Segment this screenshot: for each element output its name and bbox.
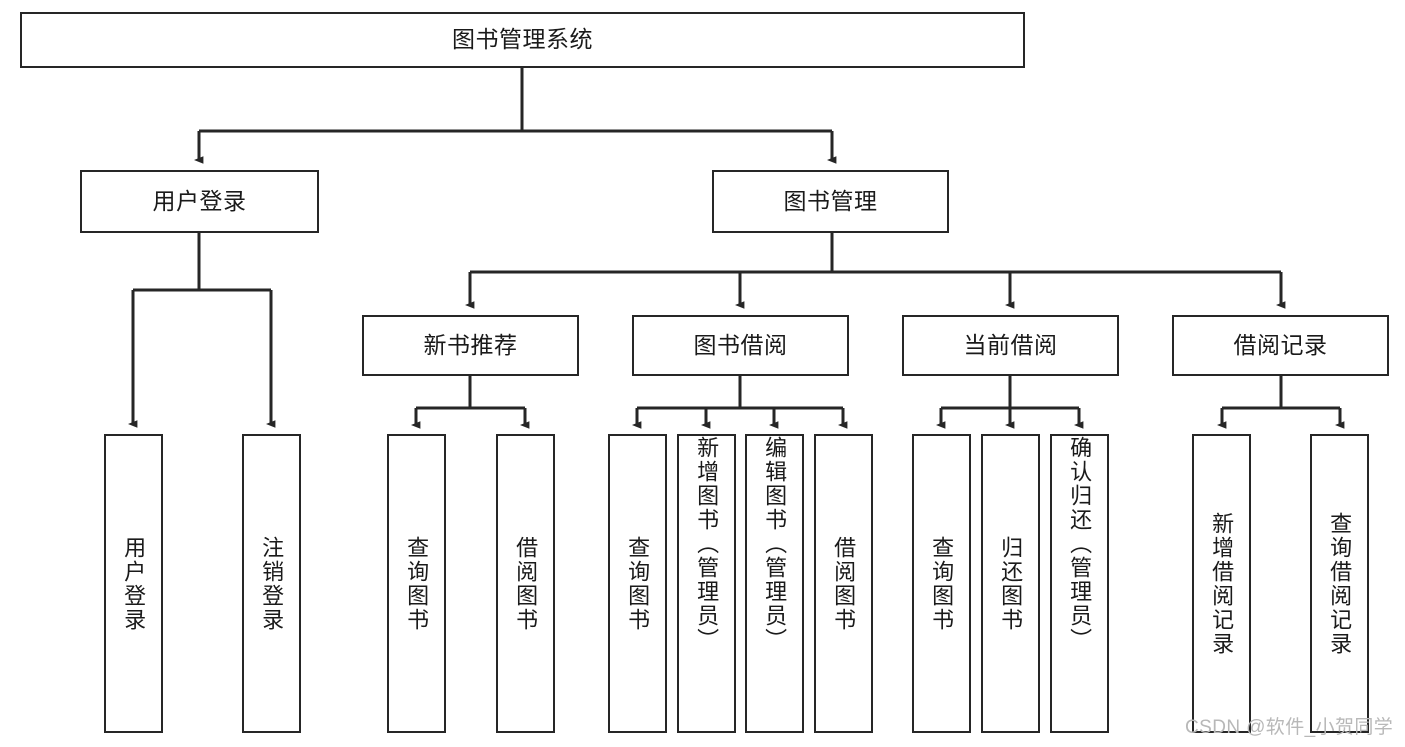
node-label: 借阅图书 [831,535,857,632]
leaf-user-login[interactable]: 用户登录 [104,434,163,733]
node-label: 归还图书 [998,535,1024,632]
node-label: 注销登录 [259,535,285,632]
node-current-borrow[interactable]: 当前借阅 [902,315,1119,376]
leaf-current-return-book[interactable]: 归还图书 [981,434,1040,733]
leaf-recommend-query-book[interactable]: 查询图书 [387,434,446,733]
node-label: 借阅图书 [513,535,539,632]
leaf-user-logout[interactable]: 注销登录 [242,434,301,733]
leaf-record-query-record[interactable]: 查询借阅记录 [1310,434,1369,733]
node-borrow-record[interactable]: 借阅记录 [1172,315,1389,376]
node-label: 查询图书 [404,535,430,632]
leaf-borrow-edit-book-admin[interactable]: 编辑图书（管理员） [745,434,804,733]
node-label: 当前借阅 [963,331,1058,358]
leaf-record-add-record[interactable]: 新增借阅记录 [1192,434,1251,733]
leaf-borrow-query-book[interactable]: 查询图书 [608,434,667,733]
node-new-book-recommend[interactable]: 新书推荐 [362,315,579,376]
leaf-recommend-borrow-book[interactable]: 借阅图书 [496,434,555,733]
node-label: 用户登录 [121,535,147,632]
leaf-borrow-add-book-admin[interactable]: 新增图书（管理员） [677,434,736,733]
node-book-borrow[interactable]: 图书借阅 [632,315,849,376]
node-label: 新增图书（管理员） [694,436,720,652]
leaf-current-confirm-return-admin[interactable]: 确认归还（管理员） [1050,434,1109,733]
csdn-watermark: CSDN @软件_小贺同学 [1185,717,1394,738]
node-label: 图书借阅 [693,331,788,358]
node-user-login[interactable]: 用户登录 [80,170,319,233]
node-label: 用户登录 [152,187,247,214]
node-label: 图书管理系统 [452,26,593,53]
node-label: 借阅记录 [1233,331,1328,358]
node-label: 确认归还（管理员） [1067,436,1093,652]
node-book-management[interactable]: 图书管理 [712,170,949,233]
leaf-current-query-book[interactable]: 查询图书 [912,434,971,733]
node-label: 查询图书 [929,535,955,632]
node-label: 新书推荐 [423,331,518,358]
node-label: 新增借阅记录 [1209,511,1235,656]
node-label: 查询借阅记录 [1327,511,1353,656]
node-root-system[interactable]: 图书管理系统 [20,12,1025,68]
leaf-borrow-borrow-book[interactable]: 借阅图书 [814,434,873,733]
node-label: 编辑图书（管理员） [762,436,788,652]
node-label: 查询图书 [625,535,651,632]
node-label: 图书管理 [783,187,878,214]
